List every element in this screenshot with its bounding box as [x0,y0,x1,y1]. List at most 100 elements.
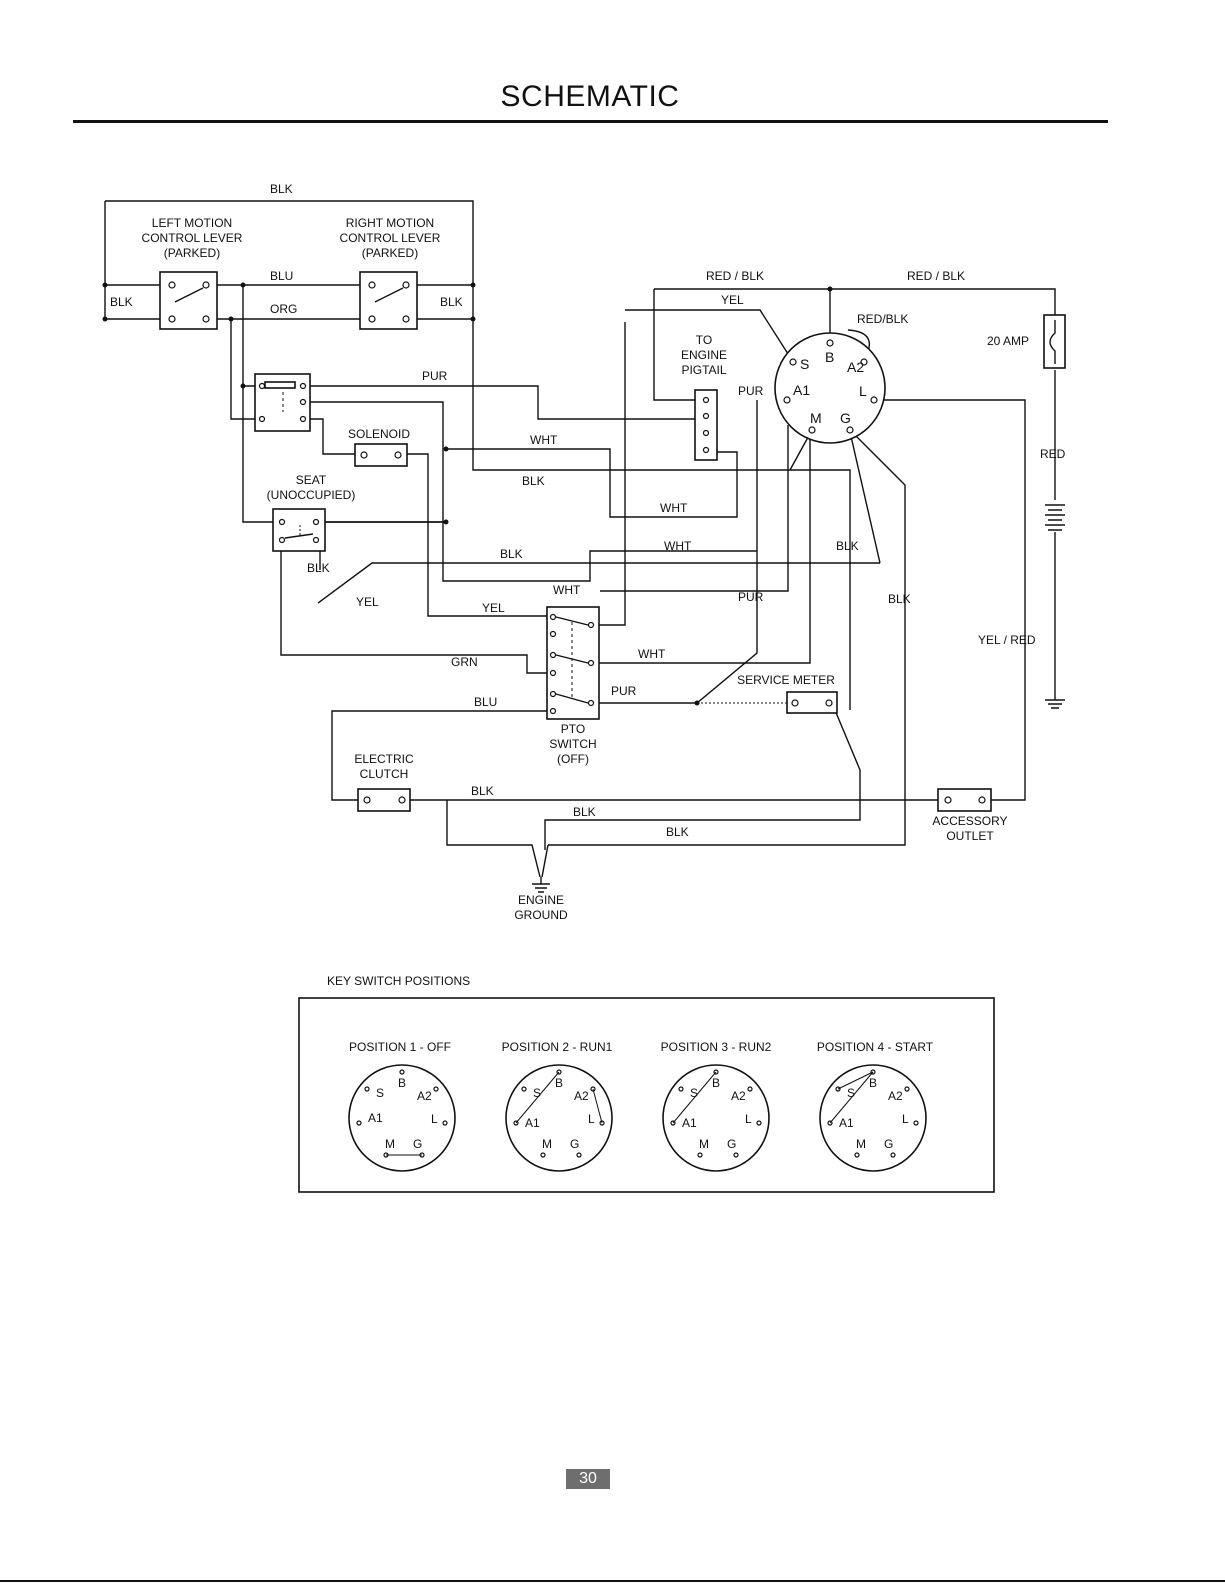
key-pin-g: G [570,1137,579,1151]
key-pin-s: S [847,1086,855,1100]
left-lever-label-1: LEFT MOTION [152,216,232,230]
seat-label-2: (UNOCCUPIED) [267,488,356,502]
position-label: POSITION 3 - RUN2 [661,1040,772,1054]
fuse-20amp [1043,314,1066,369]
wire-label: BLK [500,547,523,561]
pto-label-3: (OFF) [557,752,589,766]
key-position-4: POSITION 4 - START S B A2 A1 L M G [817,1040,934,1172]
seat-label-1: SEAT [296,473,327,487]
key-pin-m: M [699,1137,709,1151]
wire-label: BLK [270,182,293,196]
position-label: POSITION 1 - OFF [349,1040,451,1054]
wire-label: YEL [356,595,379,609]
wire-label: BLK [522,474,545,488]
component-labels: LEFT MOTION CONTROL LEVER (PARKED) RIGHT… [142,216,1029,922]
wire-label: PUR [738,384,764,398]
key-pin-g: G [884,1137,893,1151]
ground-label-1: ENGINE [518,893,564,907]
wire-label: RED [1040,447,1066,461]
pto-label-1: PTO [561,722,585,736]
pigtail-label-3: PIGTAIL [681,363,726,377]
key-pin-b: B [398,1076,406,1090]
key-pin-a2: A2 [888,1089,903,1103]
key-pin-a1: A1 [368,1111,383,1125]
key-pin-g: G [840,410,851,426]
key-pin-s: S [533,1086,541,1100]
wire-label: WHT [660,501,688,515]
engine-pigtail-connector [694,389,718,461]
key-position-1: POSITION 1 - OFF S B A2 A1 L M G [348,1040,456,1172]
wire-label: WHT [553,583,581,597]
wire-label: YEL [721,293,744,307]
wire-label: BLK [440,295,463,309]
key-pin-a1: A1 [682,1116,697,1130]
key-pin-a2: A2 [731,1089,746,1103]
key-pin-a2: A2 [574,1089,589,1103]
wiring [102,200,1065,893]
key-pin-m: M [810,410,822,426]
pto-label-2: SWITCH [549,737,596,751]
wire-label: WHT [664,539,692,553]
key-pin-g: G [727,1137,736,1151]
key-pin-s: S [690,1086,698,1100]
wire-label: BLK [573,805,596,819]
key-pin-s: S [376,1086,384,1100]
accessory-label-1: ACCESSORY [932,814,1007,828]
key-pin-a1: A1 [525,1116,540,1130]
service-meter [786,691,838,714]
wire-label: RED / BLK [907,269,965,283]
key-position-2: POSITION 2 - RUN1 S B A2 A1 L M G [502,1040,613,1172]
left-lever-label-2: CONTROL LEVER [142,231,243,245]
ground-label-2: GROUND [514,908,568,922]
key-pin-a2: A2 [847,359,864,375]
service-meter-label: SERVICE METER [737,673,835,687]
key-pin-l: L [588,1112,595,1126]
fuse-label: 20 AMP [987,334,1029,348]
wire-label: YEL / RED [978,633,1036,647]
wire-label: RED/BLK [857,312,908,326]
clutch-label-2: CLUTCH [360,767,409,781]
wire-label: PUR [422,369,448,383]
key-pin-l: L [745,1112,752,1126]
solenoid [354,443,408,467]
pto-switch [546,606,600,720]
wire-label: WHT [638,647,666,661]
accessory-label-2: OUTLET [946,829,994,843]
key-switch: S B A2 A1 L M G [774,332,886,444]
wire-label: ORG [270,302,297,316]
wire-label: PUR [611,684,637,698]
wire-label: BLU [270,269,293,283]
key-pin-s: S [800,356,809,372]
left-lever-label-3: (PARKED) [164,246,220,260]
key-pin-a2: A2 [417,1089,432,1103]
left-lever-switch [159,271,218,330]
right-lever-label-1: RIGHT MOTION [346,216,434,230]
right-lever-label-2: CONTROL LEVER [340,231,441,245]
right-lever-switch [359,271,418,330]
key-pin-l: L [859,383,867,399]
accessory-outlet [937,788,992,812]
wire-label: BLK [666,825,689,839]
wire-label: BLK [110,295,133,309]
pigtail-label-1: TO [696,333,712,347]
clutch-label-1: ELECTRIC [354,752,414,766]
key-position-3: POSITION 3 - RUN2 S B A2 A1 L M G [661,1040,772,1172]
wire-label: PUR [738,590,764,604]
key-pin-a1: A1 [793,382,810,398]
pigtail-label-2: ENGINE [681,348,727,362]
page-number: 30 [566,1469,610,1489]
wire-label: BLK [307,561,330,575]
wire-label: BLK [471,784,494,798]
electric-clutch [357,788,411,812]
key-pin-b: B [825,349,834,365]
key-switch-positions: KEY SWITCH POSITIONS POSITION 1 - OFF S … [298,974,995,1193]
page-title: SCHEMATIC [500,80,680,113]
key-pin-m: M [542,1137,552,1151]
wire-label: YEL [482,601,505,615]
wire-label: BLU [474,695,497,709]
right-lever-label-3: (PARKED) [362,246,418,260]
wire-labels: BLK BLK BLK BLU ORG PUR WHT BLK WHT WHT … [110,182,1066,839]
position-label: POSITION 4 - START [817,1040,934,1054]
position-label: POSITION 2 - RUN1 [502,1040,613,1054]
